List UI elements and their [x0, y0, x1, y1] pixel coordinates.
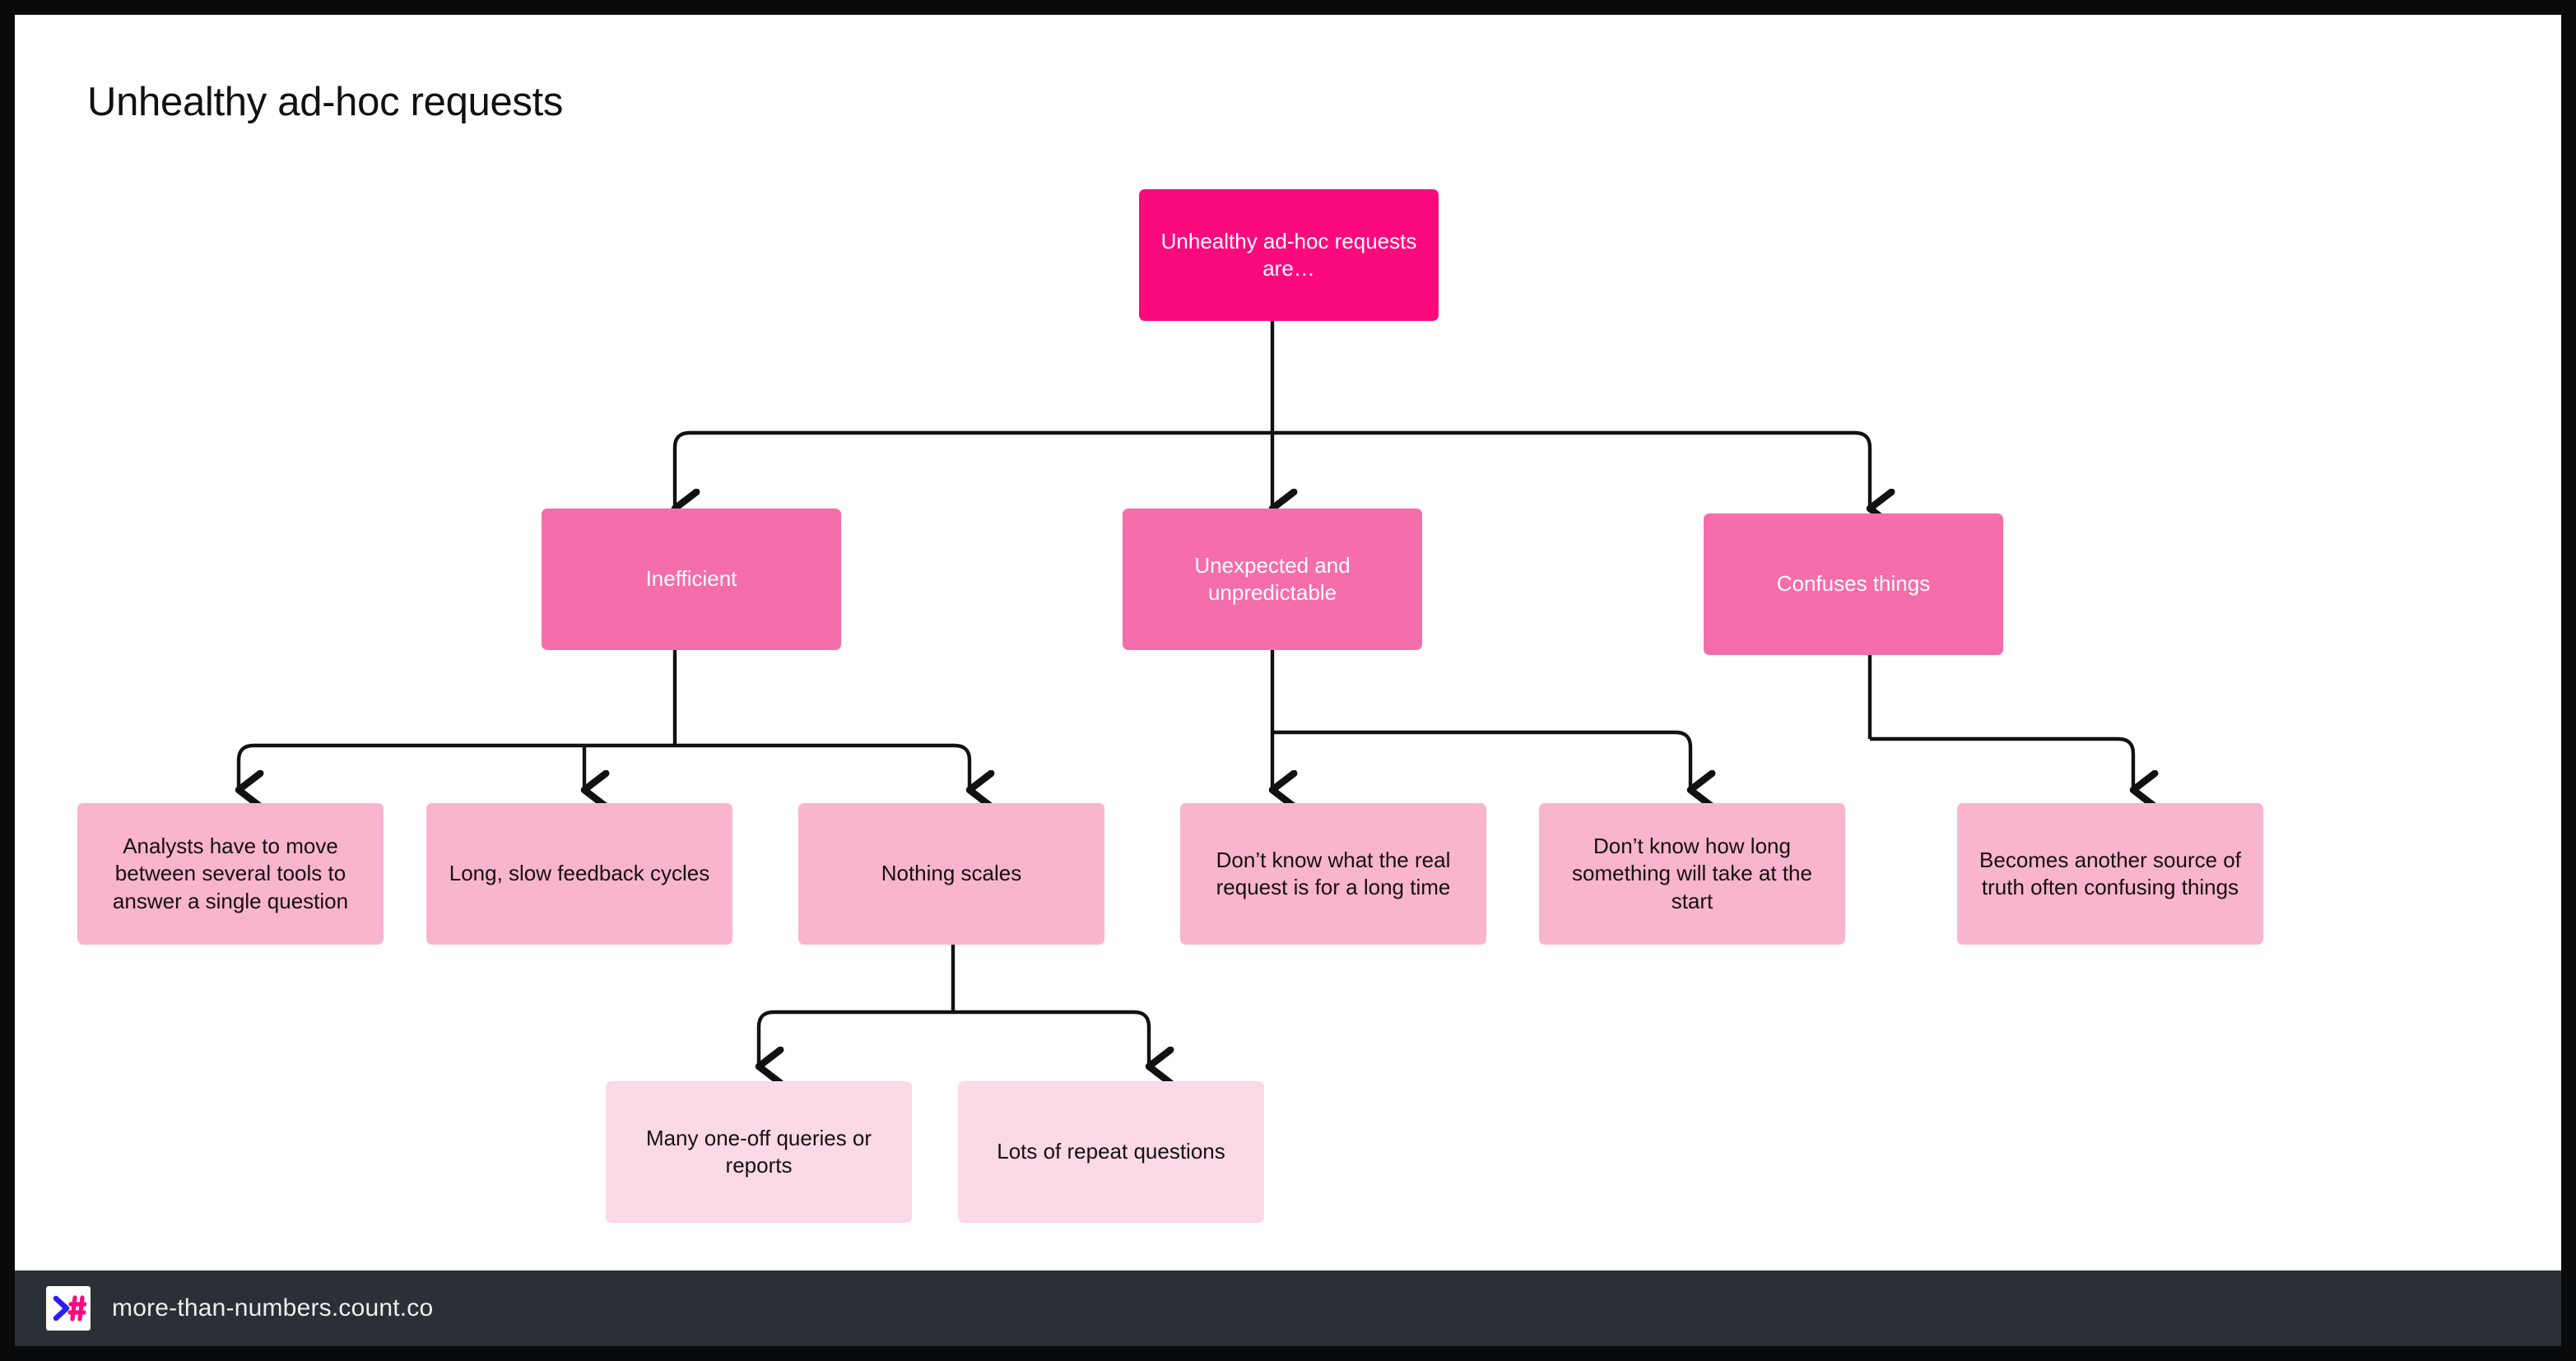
node-many-one-off-queries[interactable]: Many one-off queries or reports	[606, 1081, 912, 1223]
slide-body: Unhealthy ad-hoc requests	[15, 15, 2561, 1270]
node-becomes-another-source-of-truth[interactable]: Becomes another source of truth often co…	[1957, 803, 2263, 945]
edge-scales-oneoff	[759, 1010, 774, 1066]
node-root[interactable]: Unhealthy ad-hoc requests are…	[1139, 189, 1439, 321]
edge-inefficient-scales	[954, 743, 969, 790]
flowchart-connectors	[15, 321, 2561, 1270]
node-dont-know-real-request[interactable]: Don’t know what the real request is for …	[1180, 803, 1486, 945]
node-long-slow-feedback-cycles[interactable]: Long, slow feedback cycles	[426, 803, 732, 945]
count-logo-icon	[46, 1286, 91, 1331]
node-analysts-move-between-tools[interactable]: Analysts have to move between several to…	[77, 803, 384, 945]
page-title: Unhealthy ad-hoc requests	[87, 80, 564, 124]
edge-inefficient-analysts	[239, 743, 253, 790]
node-inefficient[interactable]: Inefficient	[542, 509, 841, 650]
edge-root-confuses	[1854, 430, 1870, 509]
node-unexpected[interactable]: Unexpected and unpredictable	[1123, 509, 1422, 650]
node-lots-of-repeat-questions[interactable]: Lots of repeat questions	[958, 1081, 1264, 1223]
node-dont-know-how-long[interactable]: Don’t know how long something will take …	[1539, 803, 1845, 945]
node-confuses[interactable]: Confuses things	[1704, 513, 2003, 655]
edge-scales-repeat	[1133, 1010, 1149, 1066]
node-nothing-scales[interactable]: Nothing scales	[798, 803, 1104, 945]
edge-unexpected-howlong	[1675, 730, 1690, 790]
edge-root-inefficient	[675, 430, 690, 509]
footer-bar: more-than-numbers.count.co	[15, 1270, 2561, 1346]
edge-confuses-sourcetruth	[1870, 736, 2133, 790]
footer-url-text[interactable]: more-than-numbers.count.co	[112, 1294, 434, 1322]
